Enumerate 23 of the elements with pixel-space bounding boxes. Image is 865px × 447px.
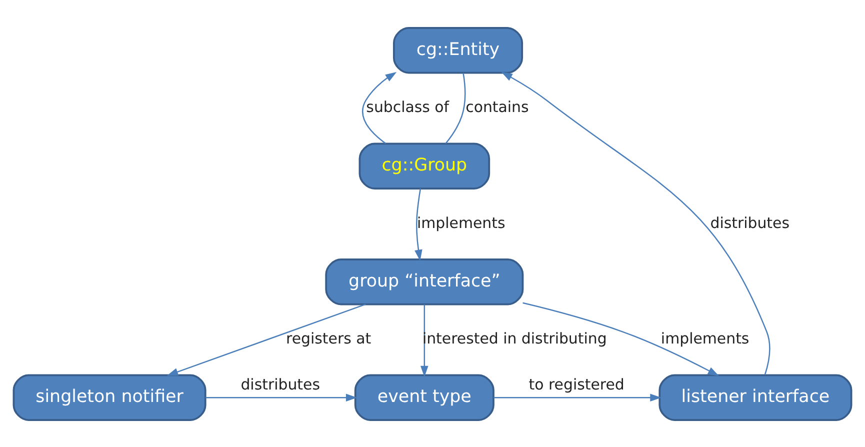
arrow bbox=[522, 302, 720, 376]
node-box: listener interface bbox=[658, 374, 852, 420]
arrow bbox=[501, 71, 770, 374]
edge-label: contains bbox=[466, 98, 529, 116]
arrow bbox=[362, 71, 397, 144]
node-box: cg::Group bbox=[358, 142, 490, 189]
edge-label: to registered bbox=[528, 375, 624, 394]
edge-label: implements bbox=[416, 213, 506, 232]
arrow bbox=[206, 393, 358, 402]
arrow bbox=[414, 188, 422, 260]
edge-label: implements bbox=[660, 329, 750, 348]
node-box: group “interface” bbox=[325, 258, 524, 305]
edge-label: distributes bbox=[710, 213, 790, 232]
arrow bbox=[166, 303, 366, 376]
edge-label: registers at bbox=[286, 329, 372, 348]
edge-label: subclass of bbox=[366, 98, 450, 116]
node-box: singleton notifier bbox=[12, 374, 206, 420]
arrow bbox=[494, 393, 662, 402]
connector bbox=[445, 72, 466, 144]
node-box: cg::Entity bbox=[392, 26, 524, 74]
arrow bbox=[420, 304, 428, 377]
edge-label: distributes bbox=[240, 375, 320, 394]
node-box: event type bbox=[354, 374, 494, 420]
